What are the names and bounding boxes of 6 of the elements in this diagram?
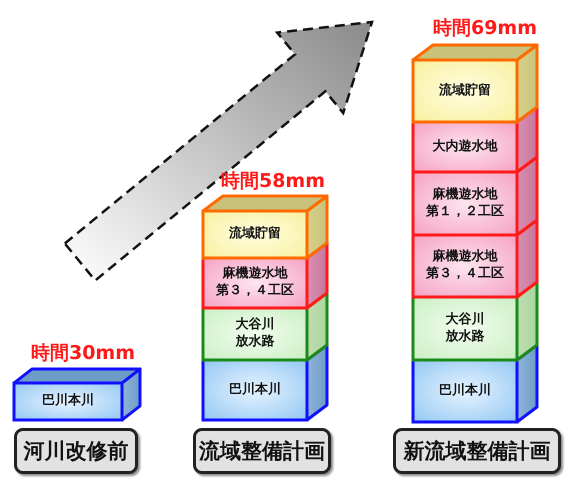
rainfall-label: 時間69mm xyxy=(432,16,538,41)
rainfall-label: 時間58mm xyxy=(220,169,326,194)
stage-label-box: 河川改修前 xyxy=(14,428,138,474)
stage-label-box: 流域整備計画 xyxy=(193,428,331,474)
rainfall-label: 時間30mm xyxy=(30,341,136,366)
stage-label-box: 新流域整備計画 xyxy=(393,428,561,474)
